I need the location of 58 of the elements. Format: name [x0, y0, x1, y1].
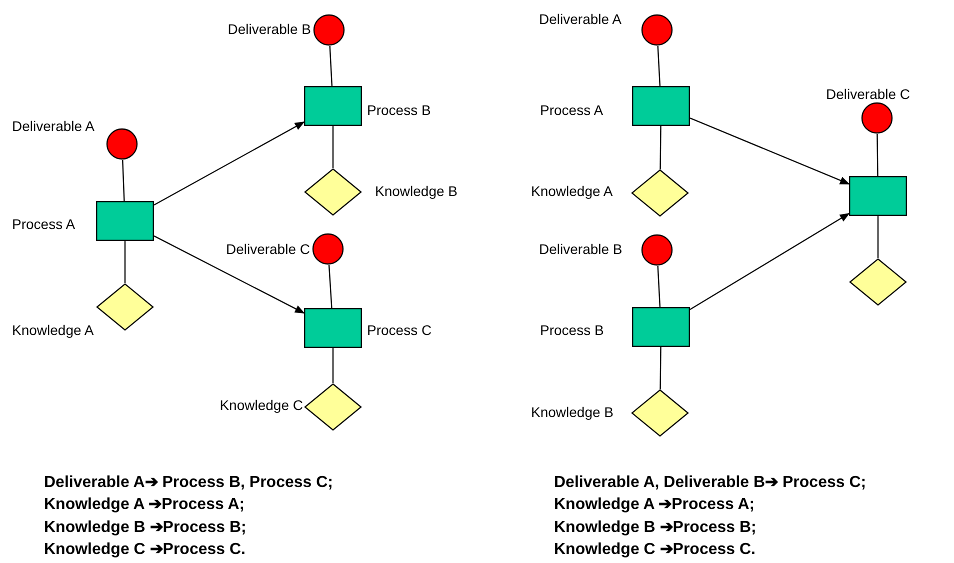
connector-line	[332, 348, 334, 383]
knowledge-diamond	[631, 169, 689, 217]
relation-text: Knowledge B ➔Process B;	[44, 520, 246, 536]
relation-text: Knowledge A ➔Process A;	[44, 497, 245, 513]
arrow	[154, 122, 305, 206]
node-label: Deliverable A	[539, 12, 622, 26]
connector-line	[328, 264, 332, 308]
node-label: Knowledge B	[531, 405, 614, 419]
process-box	[304, 86, 362, 126]
arrow	[154, 235, 305, 314]
node-label: Knowledge A	[531, 184, 613, 198]
deliverable-circle	[106, 128, 138, 160]
connector-line	[657, 266, 661, 308]
node-label: Process C	[367, 323, 432, 337]
node-label: Process B	[540, 323, 604, 337]
node-label: Knowledge B	[375, 184, 458, 198]
arrow	[690, 117, 850, 185]
connector-line	[660, 347, 662, 390]
node-label: Deliverable B	[228, 22, 311, 36]
connector-line	[660, 126, 662, 170]
knowledge-diamond	[849, 258, 907, 306]
connector-line	[876, 134, 878, 176]
process-box	[304, 308, 362, 348]
node-label: Process A	[540, 103, 604, 117]
connector-line	[332, 126, 334, 168]
node-label: Deliverable C	[226, 242, 310, 256]
process-box	[96, 201, 154, 241]
knowledge-diamond	[304, 168, 362, 216]
process-box	[632, 86, 690, 126]
knowledge-diamond	[304, 383, 362, 431]
connector-line	[877, 216, 879, 258]
relation-text: Knowledge A ➔Process A;	[554, 497, 755, 513]
process-box	[632, 307, 690, 347]
node-label: Deliverable A	[12, 119, 94, 133]
node-label: Knowledge C	[220, 398, 303, 412]
connector-line	[124, 241, 126, 283]
node-label: Deliverable C	[826, 87, 910, 101]
deliverable-circle	[312, 233, 344, 265]
relation-text: Knowledge C ➔Process C.	[554, 542, 756, 558]
connector-line	[122, 160, 125, 202]
connector-line	[329, 46, 333, 86]
arrow	[690, 213, 850, 310]
deliverable-circle	[641, 14, 673, 46]
deliverable-circle	[861, 102, 893, 134]
relation-text: Deliverable A, Deliverable B➔ Process C;	[554, 475, 866, 491]
relation-text: Knowledge C ➔Process C.	[44, 542, 246, 558]
node-label: Process A	[12, 217, 76, 231]
connector-line	[657, 46, 661, 86]
deliverable-circle	[641, 234, 673, 266]
node-label: Deliverable B	[539, 242, 622, 256]
knowledge-diamond	[631, 389, 689, 437]
knowledge-diamond	[96, 283, 154, 331]
deliverable-circle	[313, 14, 345, 46]
relation-text: Deliverable A➔ Process B, Process C;	[44, 475, 333, 491]
node-label: Knowledge A	[12, 323, 94, 337]
node-label: Process B	[367, 103, 431, 117]
relation-text: Knowledge B ➔Process B;	[554, 520, 756, 536]
process-box	[849, 176, 907, 216]
